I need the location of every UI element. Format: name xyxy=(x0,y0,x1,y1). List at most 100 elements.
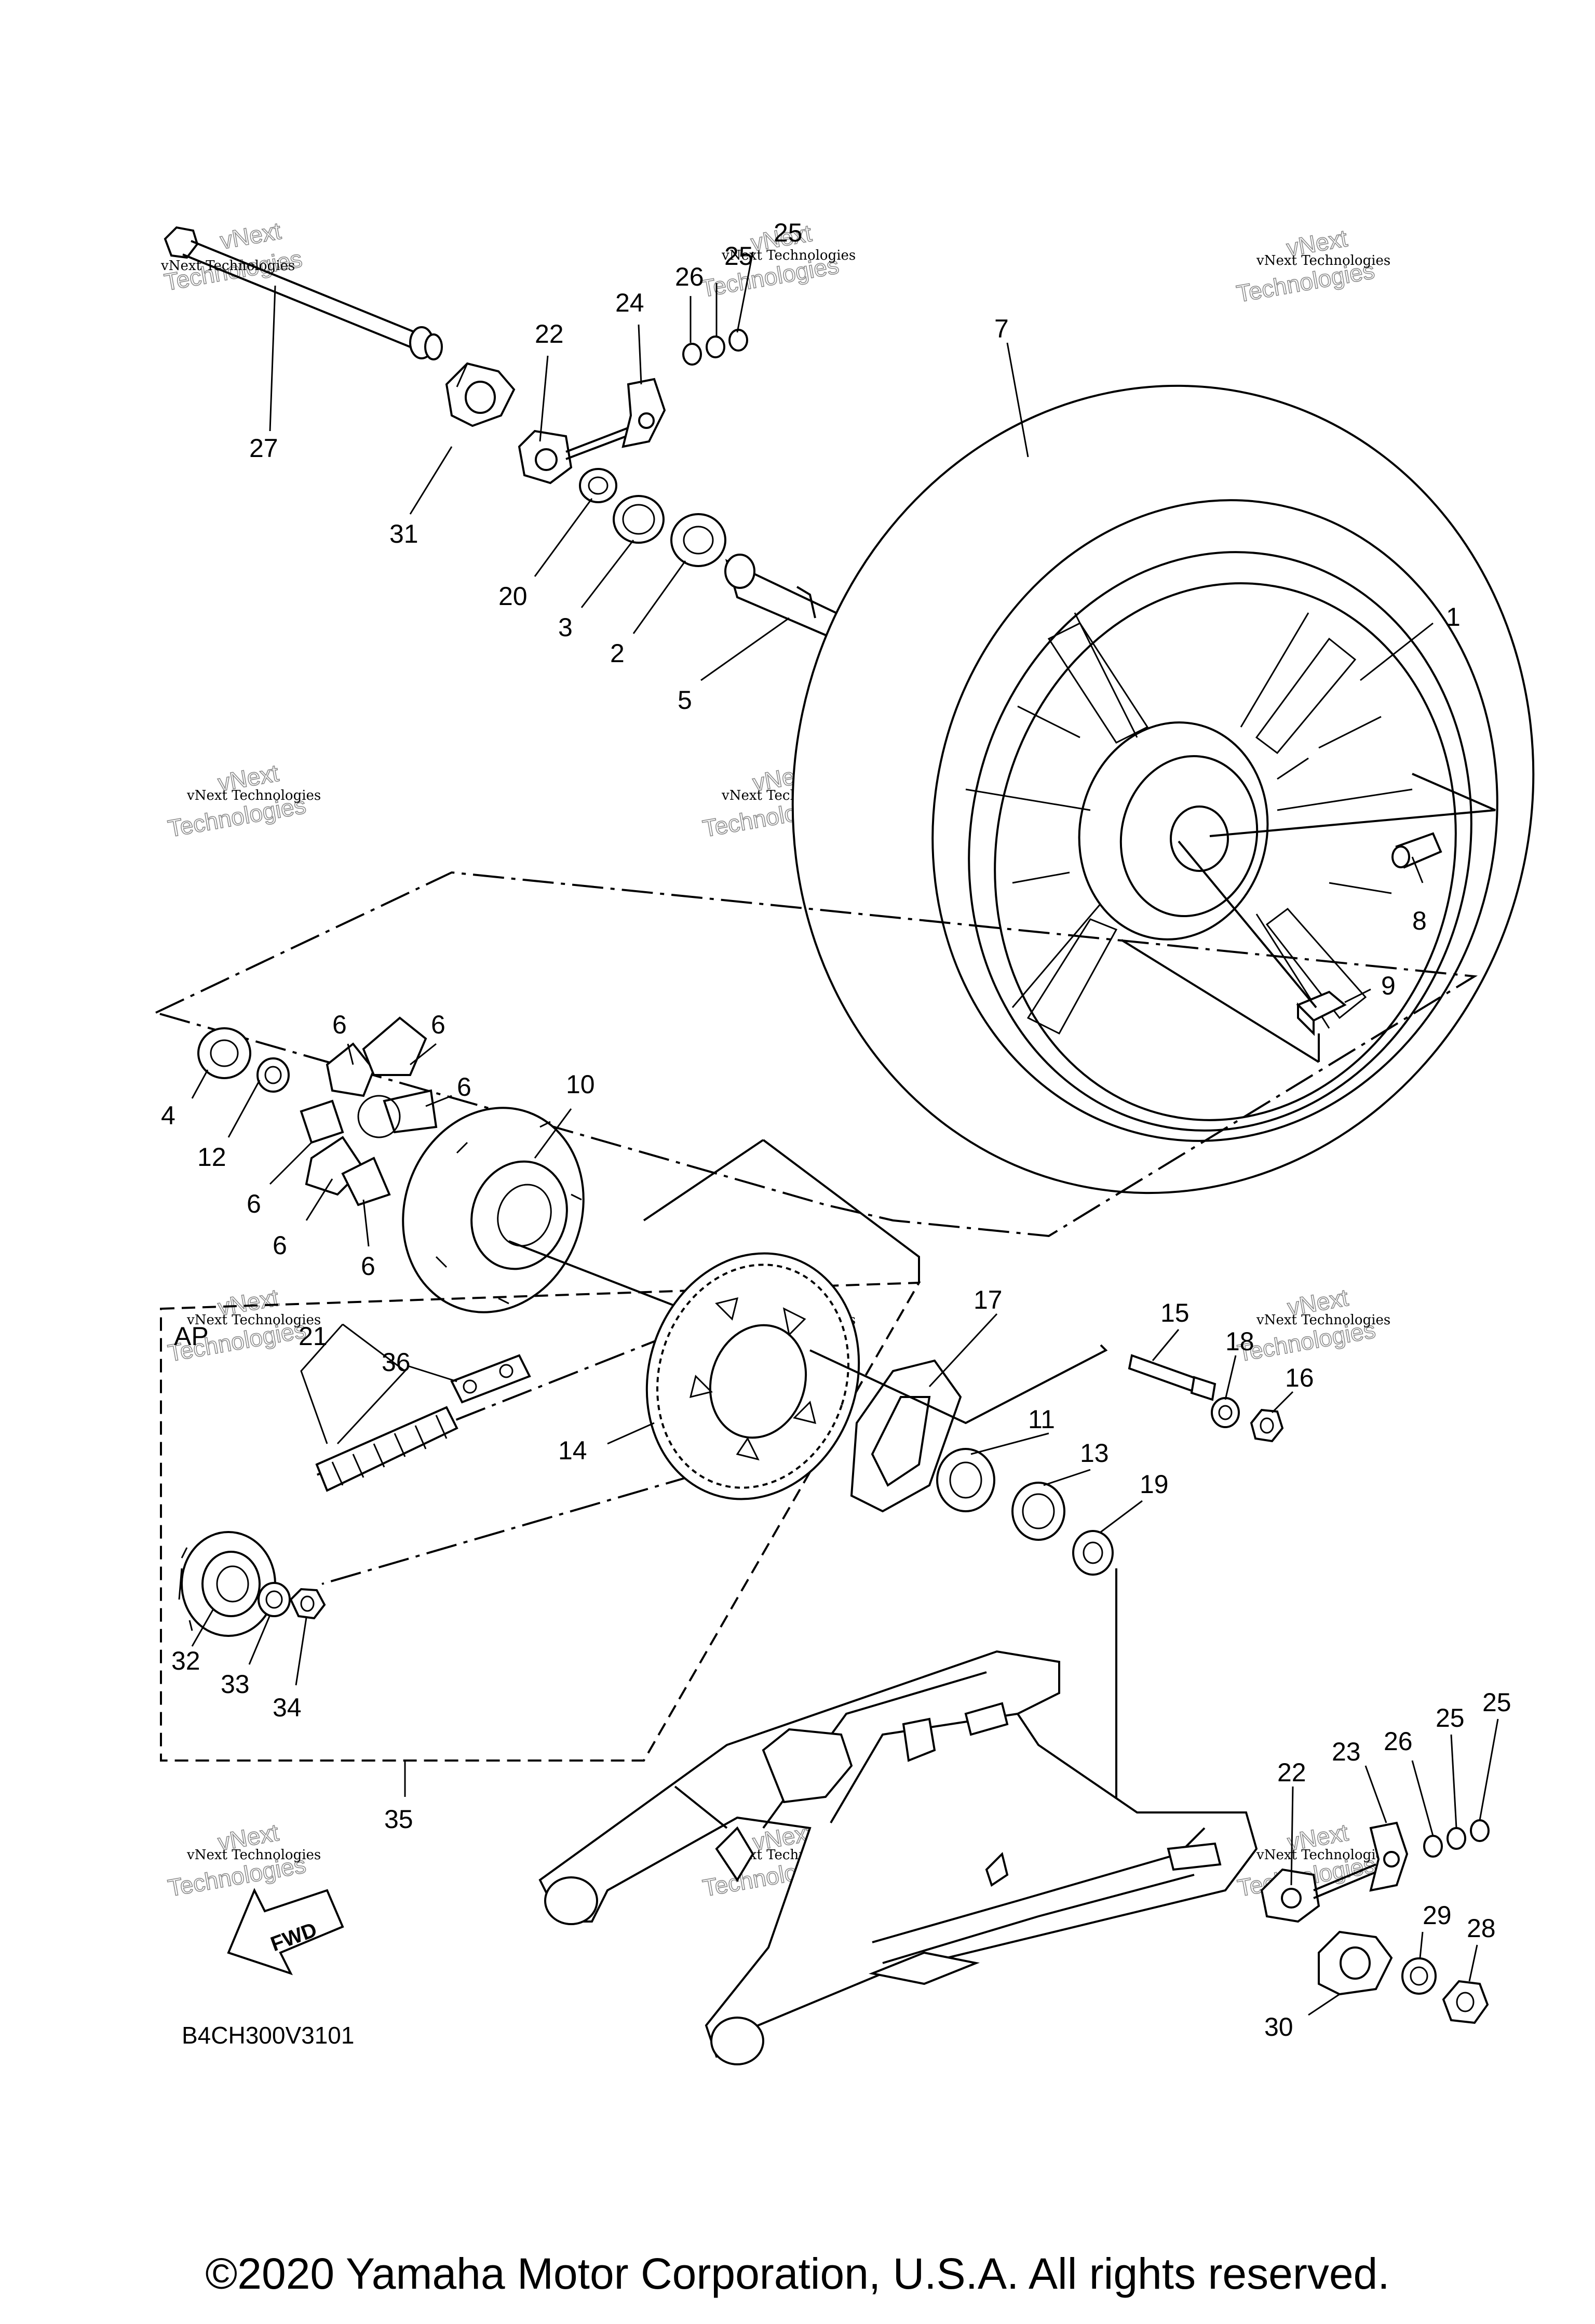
washer-29 xyxy=(1401,1957,1437,1995)
callout-18: 18 xyxy=(1225,1327,1254,1356)
balance-weight-9 xyxy=(1296,990,1347,1036)
watermark: Technologies vNext vNext Technologies xyxy=(698,219,856,302)
nut-28 xyxy=(1442,1980,1489,2024)
leader-bolt-frame xyxy=(809,1344,1108,1425)
nut-34 xyxy=(289,1588,326,1620)
nut-16 xyxy=(1250,1408,1284,1443)
callout-3: 3 xyxy=(558,613,573,642)
watermark: Technologies vNext vNext Technologies xyxy=(1235,1283,1391,1367)
swingarm xyxy=(538,1650,1258,2065)
leader-hub-sprocket xyxy=(508,1240,696,1315)
washers-26-25 xyxy=(682,329,748,366)
drive-sprocket-32 xyxy=(178,1531,276,1637)
svg-text:vNext Technologies: vNext Technologies xyxy=(186,1312,321,1328)
callout-6: 6 xyxy=(247,1189,261,1218)
caliper-bracket-17 xyxy=(850,1359,962,1513)
callout-29: 29 xyxy=(1423,1901,1452,1930)
callout-35: 35 xyxy=(384,1805,413,1834)
callout-28: 28 xyxy=(1467,1914,1496,1943)
svg-text:vNext Technologies: vNext Technologies xyxy=(1256,253,1390,268)
valve-8 xyxy=(1391,832,1442,869)
callout-10: 10 xyxy=(566,1070,595,1099)
callout-21: 21 xyxy=(299,1322,328,1351)
axle-holder-30 xyxy=(1318,1930,1393,1996)
svg-text:vNext Technologies: vNext Technologies xyxy=(186,788,321,803)
bolt-15 xyxy=(1128,1354,1216,1401)
callout-25: 25 xyxy=(774,218,803,247)
callout-6: 6 xyxy=(457,1072,471,1101)
dampers-6 xyxy=(300,1016,438,1206)
callout-23: 23 xyxy=(1332,1737,1361,1766)
callout-34: 34 xyxy=(273,1693,302,1722)
callout-11: 11 xyxy=(1028,1405,1055,1434)
callout-6: 6 xyxy=(431,1010,445,1039)
callout-25: 25 xyxy=(724,241,753,271)
callout-6: 6 xyxy=(332,1010,347,1039)
callout-15: 15 xyxy=(1160,1298,1190,1327)
callout-26: 26 xyxy=(1384,1727,1413,1756)
svg-text:vNext: vNext xyxy=(218,217,283,254)
ap-label: AP xyxy=(174,1322,209,1351)
callout-1: 1 xyxy=(1446,602,1461,632)
callout-6: 6 xyxy=(273,1231,287,1260)
callout-24: 24 xyxy=(615,288,644,317)
callout-27: 27 xyxy=(249,434,278,463)
chain-puller-22b xyxy=(1260,1863,1377,1923)
collar-12 xyxy=(256,1057,290,1093)
callout-33: 33 xyxy=(221,1670,250,1699)
plate-24 xyxy=(621,378,666,448)
callout-25: 25 xyxy=(1482,1688,1511,1717)
drive-chain-21 xyxy=(315,1297,764,1585)
svg-text:vNext Technologies: vNext Technologies xyxy=(160,258,295,274)
callout-17: 17 xyxy=(974,1285,1003,1314)
callout-6: 6 xyxy=(361,1252,375,1281)
leader-collar-swingarm xyxy=(1115,1568,1143,1819)
callout-16: 16 xyxy=(1285,1363,1314,1392)
bearing-4 xyxy=(197,1027,251,1079)
plate-23 xyxy=(1369,1821,1409,1892)
callout-12: 12 xyxy=(197,1143,226,1172)
callout-26: 26 xyxy=(675,262,704,291)
callout-31: 31 xyxy=(389,519,418,548)
oil-seal-3 xyxy=(613,495,665,544)
copyright-notice: ©2020 Yamaha Motor Corporation, U.S.A. A… xyxy=(205,2249,1390,2298)
leader-lines xyxy=(1120,773,1496,1063)
callout-8: 8 xyxy=(1412,906,1427,935)
wheel-1 xyxy=(965,551,1472,1132)
chain-puller-22 xyxy=(518,425,635,485)
watermark: Technologies vNext vNext Technologies xyxy=(166,759,321,842)
watermark: Technologies vNext vNext Technologies xyxy=(1234,224,1390,307)
drive-chain-box xyxy=(160,1281,921,1762)
collar-20 xyxy=(579,468,617,503)
callout-19: 19 xyxy=(1140,1470,1169,1499)
assembly-frame xyxy=(153,871,1478,1238)
callout-22: 22 xyxy=(535,319,564,348)
axle-27 xyxy=(164,226,443,360)
svg-text:vNext Technologies: vNext Technologies xyxy=(1256,1312,1390,1328)
callout-30: 30 xyxy=(1264,2012,1293,2041)
washer-18 xyxy=(1211,1397,1240,1428)
bearing-11 xyxy=(936,1448,995,1512)
box-corner-dashes xyxy=(643,1139,920,1283)
oil-seal-13 xyxy=(1011,1482,1065,1541)
callout-25: 25 xyxy=(1436,1703,1465,1732)
callout-9: 9 xyxy=(1381,971,1396,1000)
callout-20: 20 xyxy=(498,582,528,611)
watermark: Technologies vNext vNext Technologies xyxy=(166,1818,321,1902)
fwd-arrow-icon: FWD xyxy=(227,1888,344,1976)
svg-text:vNext Technologies: vNext Technologies xyxy=(1256,1847,1390,1863)
callout-5: 5 xyxy=(678,686,692,715)
callout-numbers: 27 31 22 24 26 25 25 20 3 2 5 7 1 8 9 4 … xyxy=(161,218,1511,2041)
axle-holder-31 xyxy=(445,362,516,427)
svg-text:vNext Technologies: vNext Technologies xyxy=(186,1847,321,1863)
callout-2: 2 xyxy=(610,639,625,668)
bearing-2 xyxy=(670,513,726,567)
callout-7: 7 xyxy=(994,314,1009,343)
collar-19 xyxy=(1072,1530,1114,1576)
svg-text:vNext Technologies: vNext Technologies xyxy=(721,248,856,263)
callout-32: 32 xyxy=(171,1646,200,1675)
callout-13: 13 xyxy=(1080,1439,1109,1468)
callout-4: 4 xyxy=(161,1101,175,1130)
callout-14: 14 xyxy=(558,1436,587,1465)
